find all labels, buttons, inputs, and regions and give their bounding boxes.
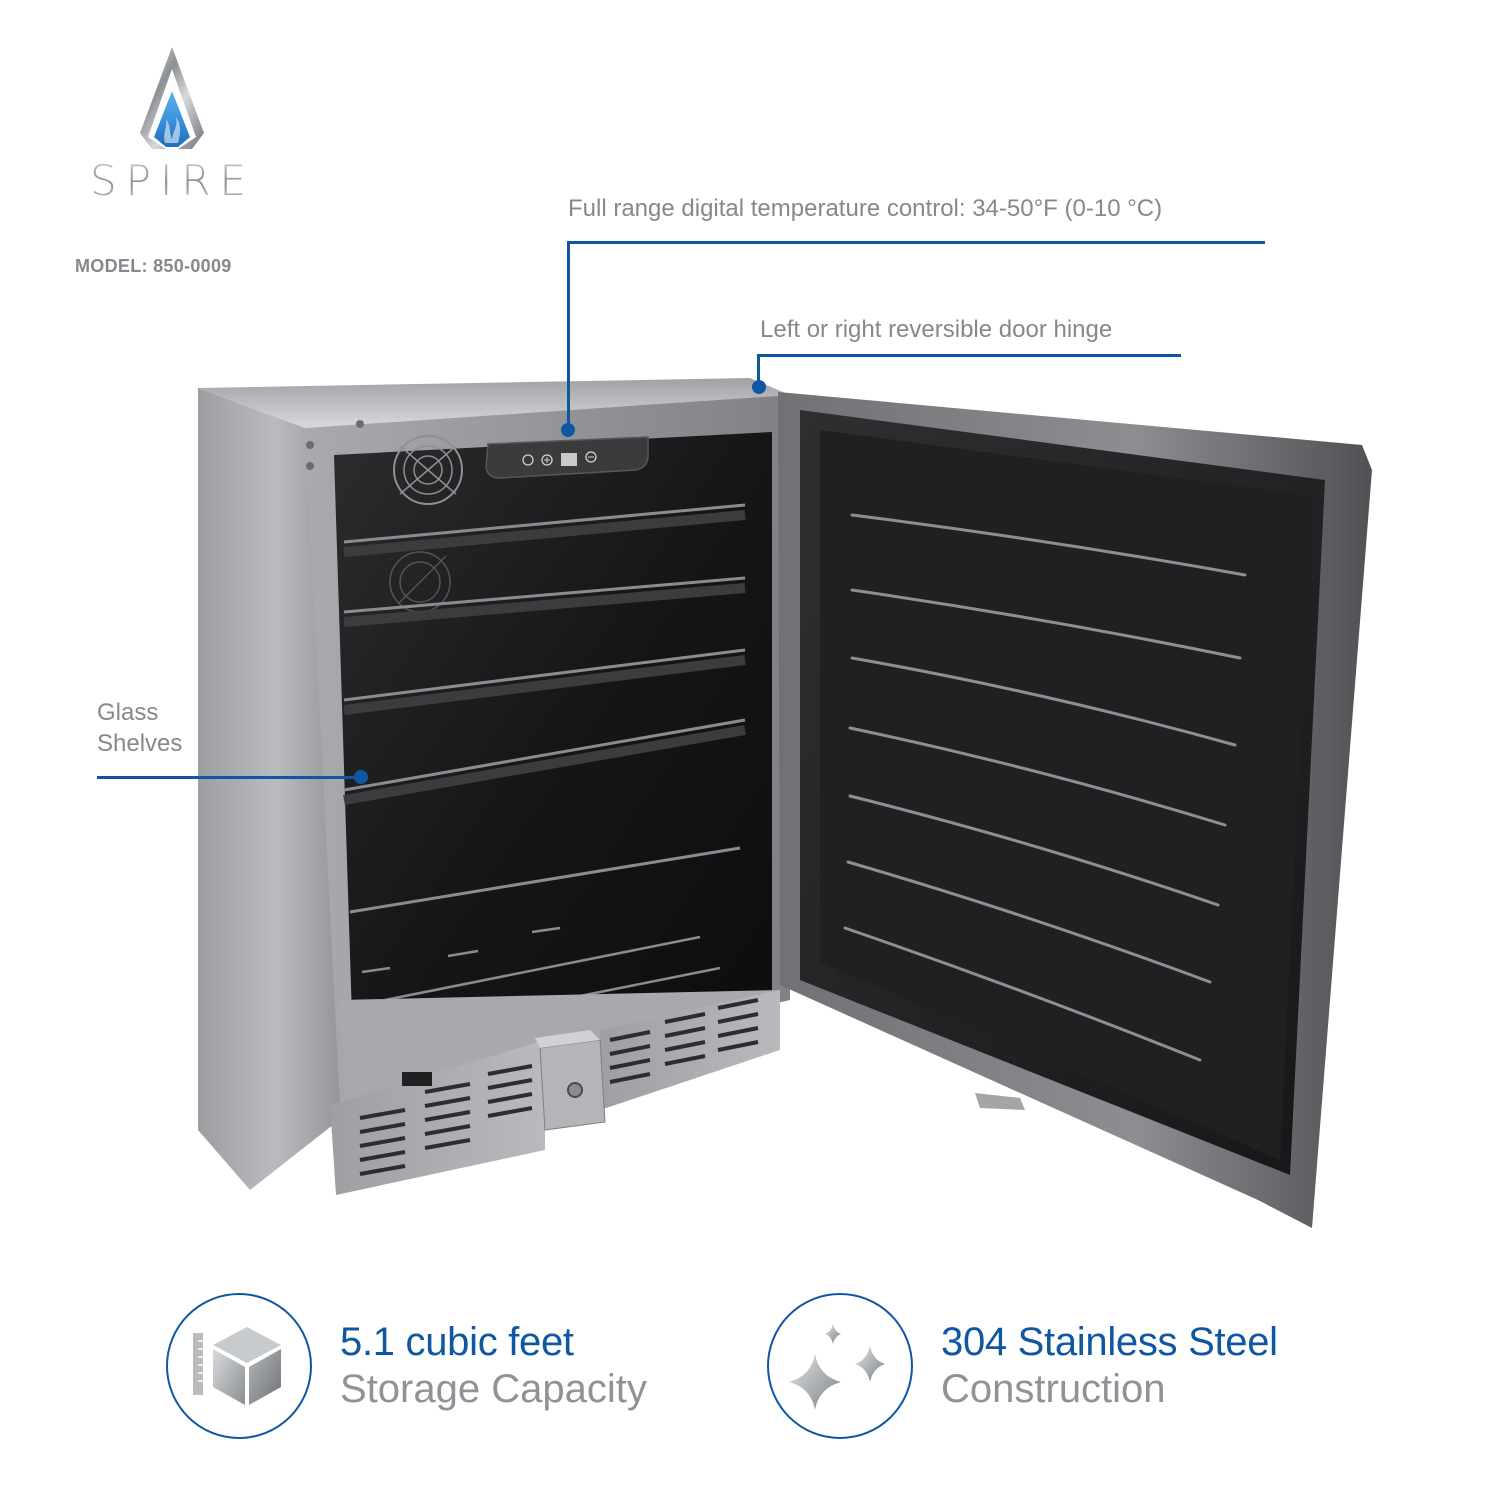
cube-ruler-icon: [193, 1327, 281, 1405]
callout-hinge-text: Left or right reversible door hinge: [760, 316, 1113, 343]
cabinet-interior: [334, 432, 772, 1080]
cabinet-top-panel: [198, 378, 790, 428]
callout-hinge-dot: [752, 380, 766, 394]
feature-stainless-title: 304 Stainless Steel: [941, 1320, 1278, 1364]
callout-hinge-line: [757, 354, 1181, 357]
callout-temperature-line: [567, 241, 1265, 244]
flame-spire-logo-icon: [140, 47, 204, 149]
callout-temperature-dot: [561, 423, 575, 437]
door-liner-ribs: [843, 513, 1247, 1062]
feature-capacity-title: 5.1 cubic feet: [340, 1320, 574, 1364]
door-lock[interactable]: [535, 1030, 606, 1131]
sparkle-icon: [789, 1324, 885, 1410]
glass-shelves: [343, 503, 746, 914]
feature-stainless-badge: [767, 1293, 913, 1439]
callout-shelves-dot: [354, 770, 368, 784]
temperature-display: [561, 453, 577, 466]
keyhole-icon: [567, 1082, 583, 1098]
brand-logo: [70, 45, 275, 155]
callout-temperature-line: [567, 241, 570, 429]
digital-control-panel[interactable]: [485, 436, 649, 479]
callout-hinge-line: [757, 354, 760, 386]
callout-shelves-line: [97, 776, 362, 779]
model-number: MODEL: 850-0009: [75, 256, 232, 276]
plus-icon: [541, 454, 553, 466]
feature-capacity-subtitle: Storage Capacity: [340, 1367, 647, 1411]
brand-name: SPIRE: [70, 160, 275, 202]
callout-shelves-line2: Shelves: [97, 730, 183, 758]
callout-shelves-line1: Glass: [97, 699, 159, 726]
minus-icon: [585, 451, 597, 463]
feature-capacity: 5.1 cubic feet Storage Capacity: [166, 1293, 647, 1439]
feature-stainless: 304 Stainless Steel Construction: [767, 1293, 1278, 1439]
callout-shelves-text: Glass Shelves: [97, 697, 182, 759]
power-icon: [522, 454, 534, 466]
feature-stainless-subtitle: Construction: [941, 1367, 1166, 1411]
feature-capacity-badge: [166, 1293, 312, 1439]
fan-icon: [393, 435, 463, 505]
callout-temperature-text: Full range digital temperature control: …: [568, 195, 1163, 222]
refrigerator-door[interactable]: [778, 392, 1372, 1228]
